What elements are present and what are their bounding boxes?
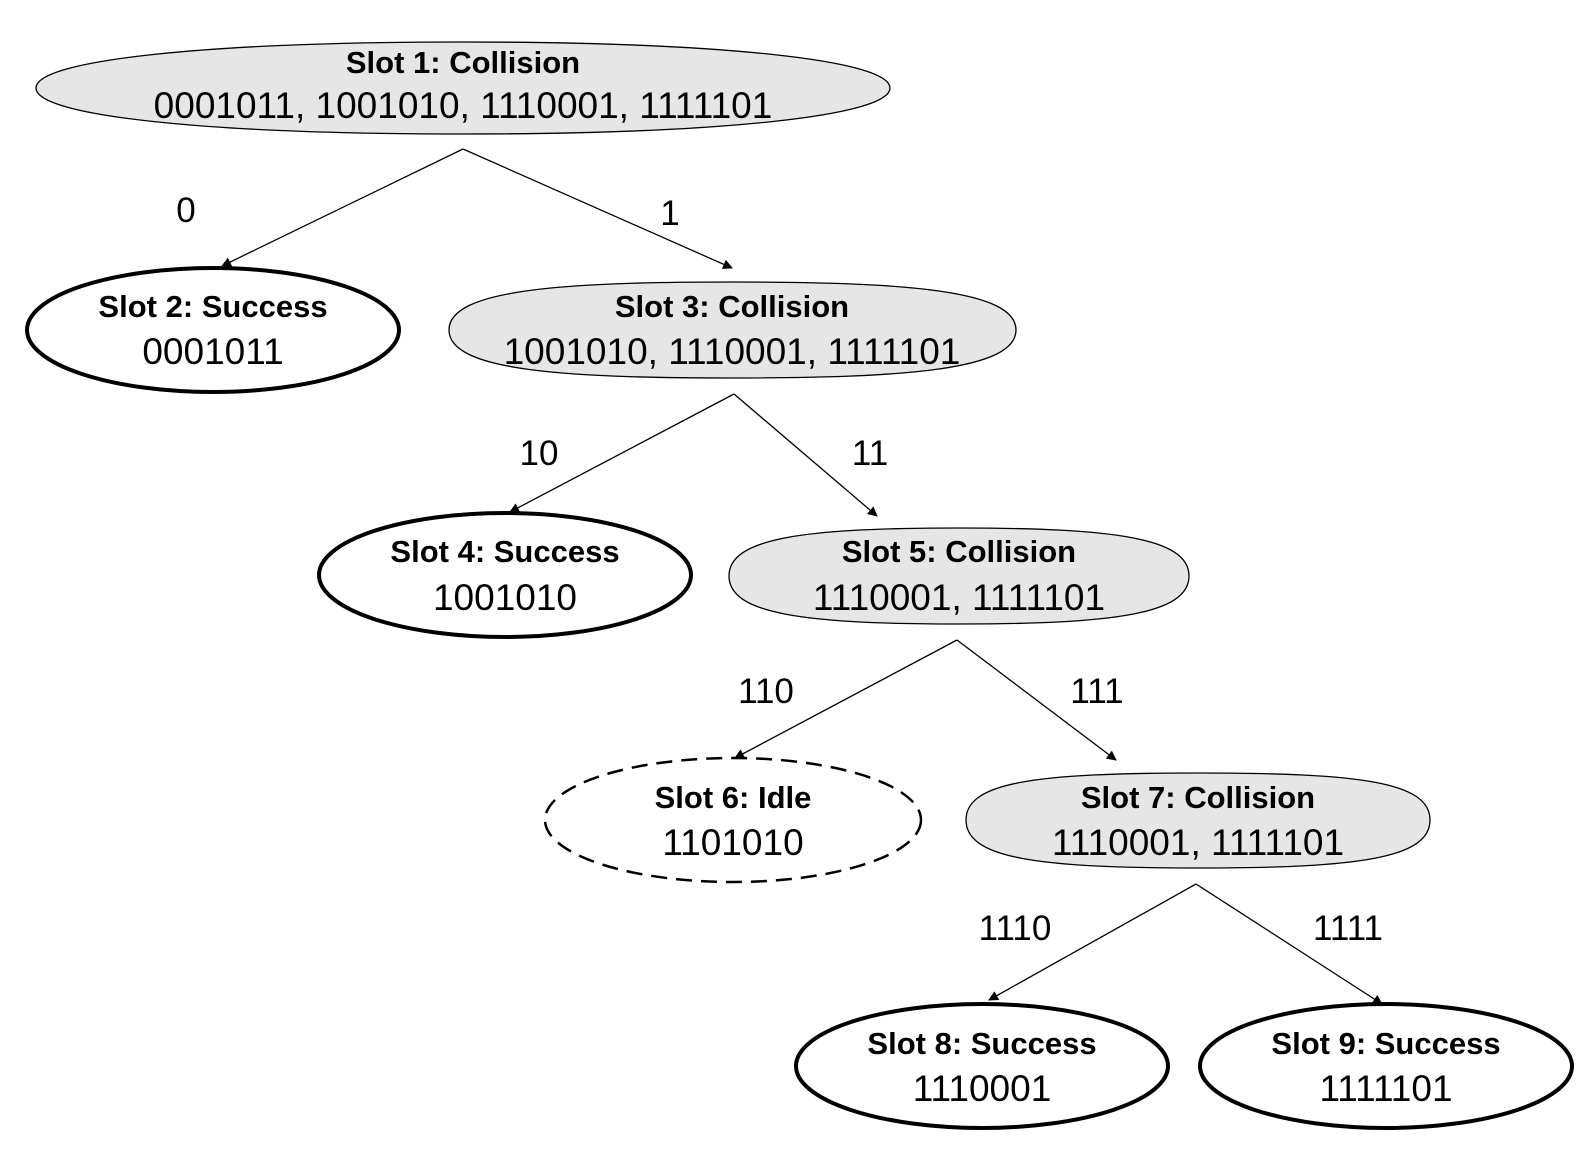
edge-slot1-slot2: [221, 148, 464, 267]
node-slot2-shape: [25, 266, 401, 394]
edge-label-111: 111: [1070, 672, 1123, 711]
edge-slot1-slot3: [462, 148, 733, 269]
node-slot7-shape: [965, 772, 1431, 869]
node-slot3-shape: [448, 281, 1017, 379]
node-slot7-title: Slot 7: Collision: [1081, 780, 1315, 815]
edges: [221, 148, 1383, 1005]
edge-label-11: 11: [852, 434, 888, 473]
node-slot9: Slot 9: Success 1111101: [1198, 1002, 1574, 1130]
edge-label-110: 110: [738, 672, 794, 711]
edge-slot5-slot7: [956, 639, 1117, 761]
node-slot2-ids: 0001011: [142, 331, 283, 372]
node-slot5-title: Slot 5: Collision: [842, 534, 1076, 569]
node-slot1: Slot 1: Collision 0001011, 1001010, 1110…: [35, 41, 891, 135]
node-slot5-ids: 1110001, 1111101: [813, 577, 1105, 618]
node-slot9-ids: 1111101: [1319, 1068, 1452, 1109]
edge-slot3-slot4: [509, 393, 735, 513]
node-slot3: Slot 3: Collision 1001010, 1110001, 1111…: [448, 281, 1017, 379]
edge-label-0: 0: [176, 191, 195, 230]
node-slot8-title: Slot 8: Success: [867, 1026, 1096, 1061]
node-slot3-ids: 1001010, 1110001, 1111101: [504, 331, 961, 372]
node-slot7: Slot 7: Collision 1110001, 1111101: [965, 772, 1431, 869]
node-slot6: Slot 6: Idle 1101010: [543, 756, 923, 884]
nodes: Slot 1: Collision 0001011, 1001010, 1110…: [25, 41, 1574, 1130]
node-slot1-title: Slot 1: Collision: [346, 45, 580, 80]
node-slot4-shape: [317, 511, 693, 639]
node-slot8: Slot 8: Success 1110001: [794, 1002, 1170, 1130]
edge-slot3-slot5: [733, 393, 878, 517]
node-slot1-ids: 0001011, 1001010, 1110001, 1111101: [154, 85, 773, 126]
node-slot8-ids: 1110001: [913, 1068, 1052, 1109]
node-slot4-title: Slot 4: Success: [390, 534, 619, 569]
edge-label-1111: 1111: [1313, 909, 1383, 948]
edge-label-10: 10: [520, 434, 559, 473]
node-slot1-shape: [35, 41, 891, 135]
edge-labels: 0 1 10 11 110 111 1110 1111: [176, 191, 1383, 948]
edge-slot7-slot9: [1195, 883, 1383, 1005]
edge-label-1110: 1110: [979, 909, 1052, 948]
node-slot2-title: Slot 2: Success: [98, 289, 327, 324]
node-slot6-ids: 1101010: [662, 822, 803, 863]
node-slot3-title: Slot 3: Collision: [615, 289, 849, 324]
edge-slot5-slot6: [734, 639, 958, 759]
node-slot8-shape: [794, 1002, 1170, 1130]
node-slot2: Slot 2: Success 0001011: [25, 266, 401, 394]
node-slot4-ids: 1001010: [433, 577, 577, 618]
node-slot6-title: Slot 6: Idle: [655, 780, 812, 815]
node-slot6-shape: [543, 756, 923, 884]
node-slot7-ids: 1110001, 1111101: [1052, 822, 1344, 863]
edge-label-1: 1: [660, 194, 679, 233]
node-slot9-shape: [1198, 1002, 1574, 1130]
node-slot4: Slot 4: Success 1001010: [317, 511, 693, 639]
node-slot5: Slot 5: Collision 1110001, 1111101: [728, 527, 1190, 625]
node-slot9-title: Slot 9: Success: [1271, 1026, 1500, 1061]
edge-slot7-slot8: [988, 883, 1197, 1001]
node-slot5-shape: [728, 527, 1190, 625]
